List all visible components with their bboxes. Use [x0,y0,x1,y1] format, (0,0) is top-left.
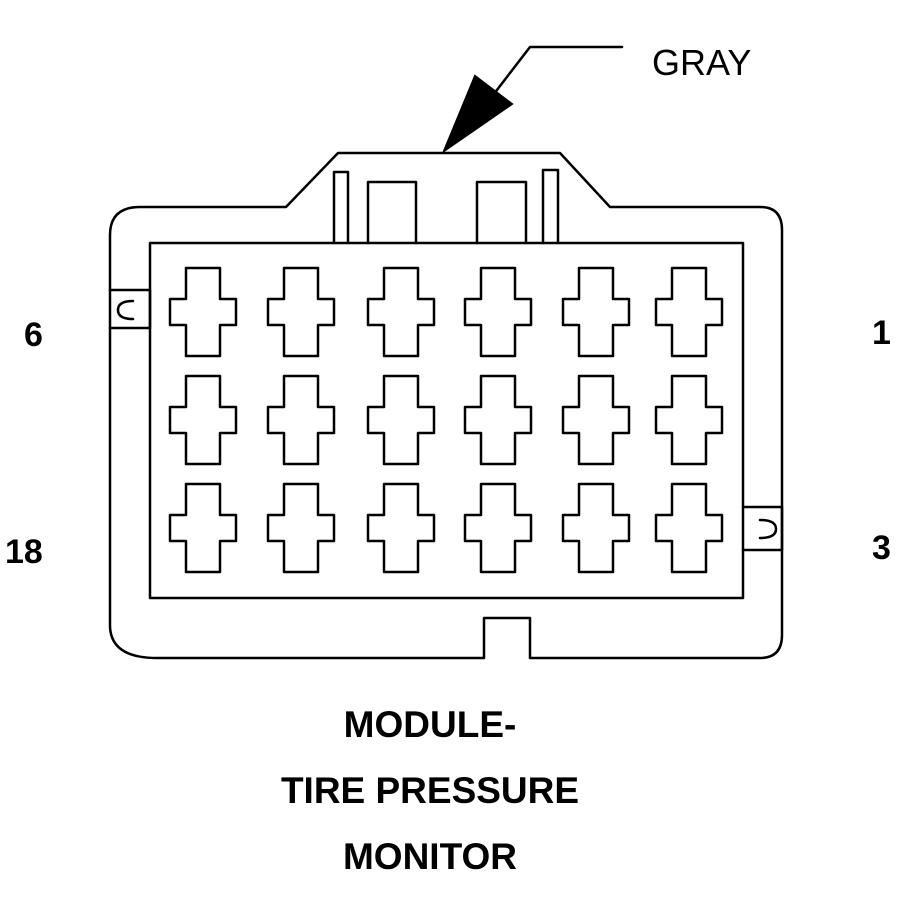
connector-housing [108,151,784,660]
terminal-cavity-r3-c6 [654,482,724,574]
latch-post-right [541,168,560,245]
pin-label-18: 18 [5,533,43,571]
keying-tab-left [108,288,152,330]
latch-post-left [332,170,350,245]
module-title-line-2: TIRE PRESSURE [280,770,580,811]
terminal-grid [168,266,724,574]
connector-color-label: GRAY [652,42,752,83]
terminal-cavity-r1-c1 [168,266,238,358]
terminal-cavity-r1-c3 [366,266,436,358]
terminal-cavity-r1-c4 [463,266,533,358]
terminal-cavity-r2-c2 [266,374,336,466]
terminal-cavity-r3-c2 [266,482,336,574]
terminal-cavity-r2-c5 [561,374,631,466]
terminal-cavity-r3-c1 [168,482,238,574]
arrow-head [441,74,514,154]
terminal-cavity-r3-c4 [463,482,533,574]
pin-label-3: 3 [872,529,891,567]
pin-label-1: 1 [872,314,891,352]
module-title-line-3: MONITOR [342,836,518,877]
cavity-frame [148,241,745,600]
terminal-cavity-r2-c1 [168,374,238,466]
terminal-cavity-r2-c4 [463,374,533,466]
latch-features [332,168,560,245]
terminal-cavity-r1-c5 [561,266,631,358]
terminal-cavity-r2-c3 [366,374,436,466]
pin-label-6: 6 [24,316,43,354]
latch-slot-right [475,180,528,245]
keying-tab-right [741,505,784,552]
terminal-cavity-r3-c3 [366,482,436,574]
terminal-cavity-r2-c6 [654,374,724,466]
terminal-cavity-r1-c2 [266,266,336,358]
terminal-cavity-r1-c6 [654,266,724,358]
latch-slot-left [366,180,418,245]
module-title-line-1: MODULE- [343,704,517,745]
terminal-cavity-r3-c5 [561,482,631,574]
color-pointer-arrow [441,45,624,154]
